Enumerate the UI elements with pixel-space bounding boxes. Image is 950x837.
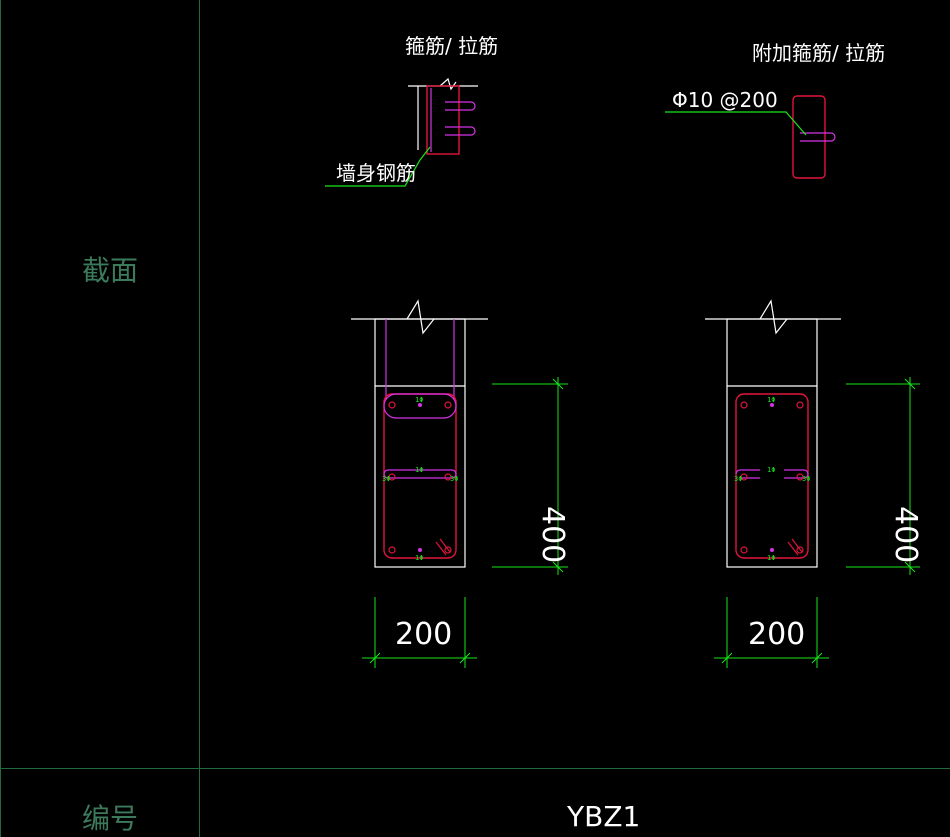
svg-text:3Φ: 3Φ [450, 475, 458, 483]
legend-right-title: 附加箍筋/ 拉筋 [752, 41, 885, 65]
svg-text:1Φ: 1Φ [767, 396, 775, 404]
component-code: YBZ1 [566, 800, 640, 833]
legend-left-title: 箍筋/ 拉筋 [405, 34, 498, 58]
svg-text:3Φ: 3Φ [382, 475, 390, 483]
svg-text:1Φ: 1Φ [415, 554, 423, 562]
svg-text:3Φ: 3Φ [802, 475, 810, 483]
section-row-label: 截面 [82, 254, 138, 287]
svg-text:1Φ: 1Φ [415, 466, 423, 474]
legend-stirrup-tie-detail: 箍筋/ 拉筋 墙身钢筋 [325, 34, 498, 187]
section-left-width-label: 200 [395, 617, 452, 652]
svg-text:1Φ: 1Φ [767, 466, 775, 474]
section-left-height-label: 400 [535, 506, 570, 563]
svg-text:1Φ: 1Φ [415, 396, 423, 404]
section-right-width-label: 200 [748, 617, 805, 652]
svg-text:3Φ: 3Φ [734, 475, 742, 483]
section-right-height-label: 400 [888, 506, 923, 563]
legend-right-note: Φ10 @200 [672, 88, 778, 112]
legend-left-note: 墙身钢筋 [336, 161, 416, 185]
section-right: 1Φ 1Φ 1Φ 3Φ 3Φ 200 400 [705, 299, 923, 668]
code-row-label: 编号 [82, 802, 138, 835]
legend-additional-stirrup-detail: 附加箍筋/ 拉筋 Φ10 @200 [665, 41, 885, 179]
svg-text:1Φ: 1Φ [767, 554, 775, 562]
section-left: 1Φ 1Φ 1Φ 3Φ 3Φ 200 400 [351, 299, 570, 668]
